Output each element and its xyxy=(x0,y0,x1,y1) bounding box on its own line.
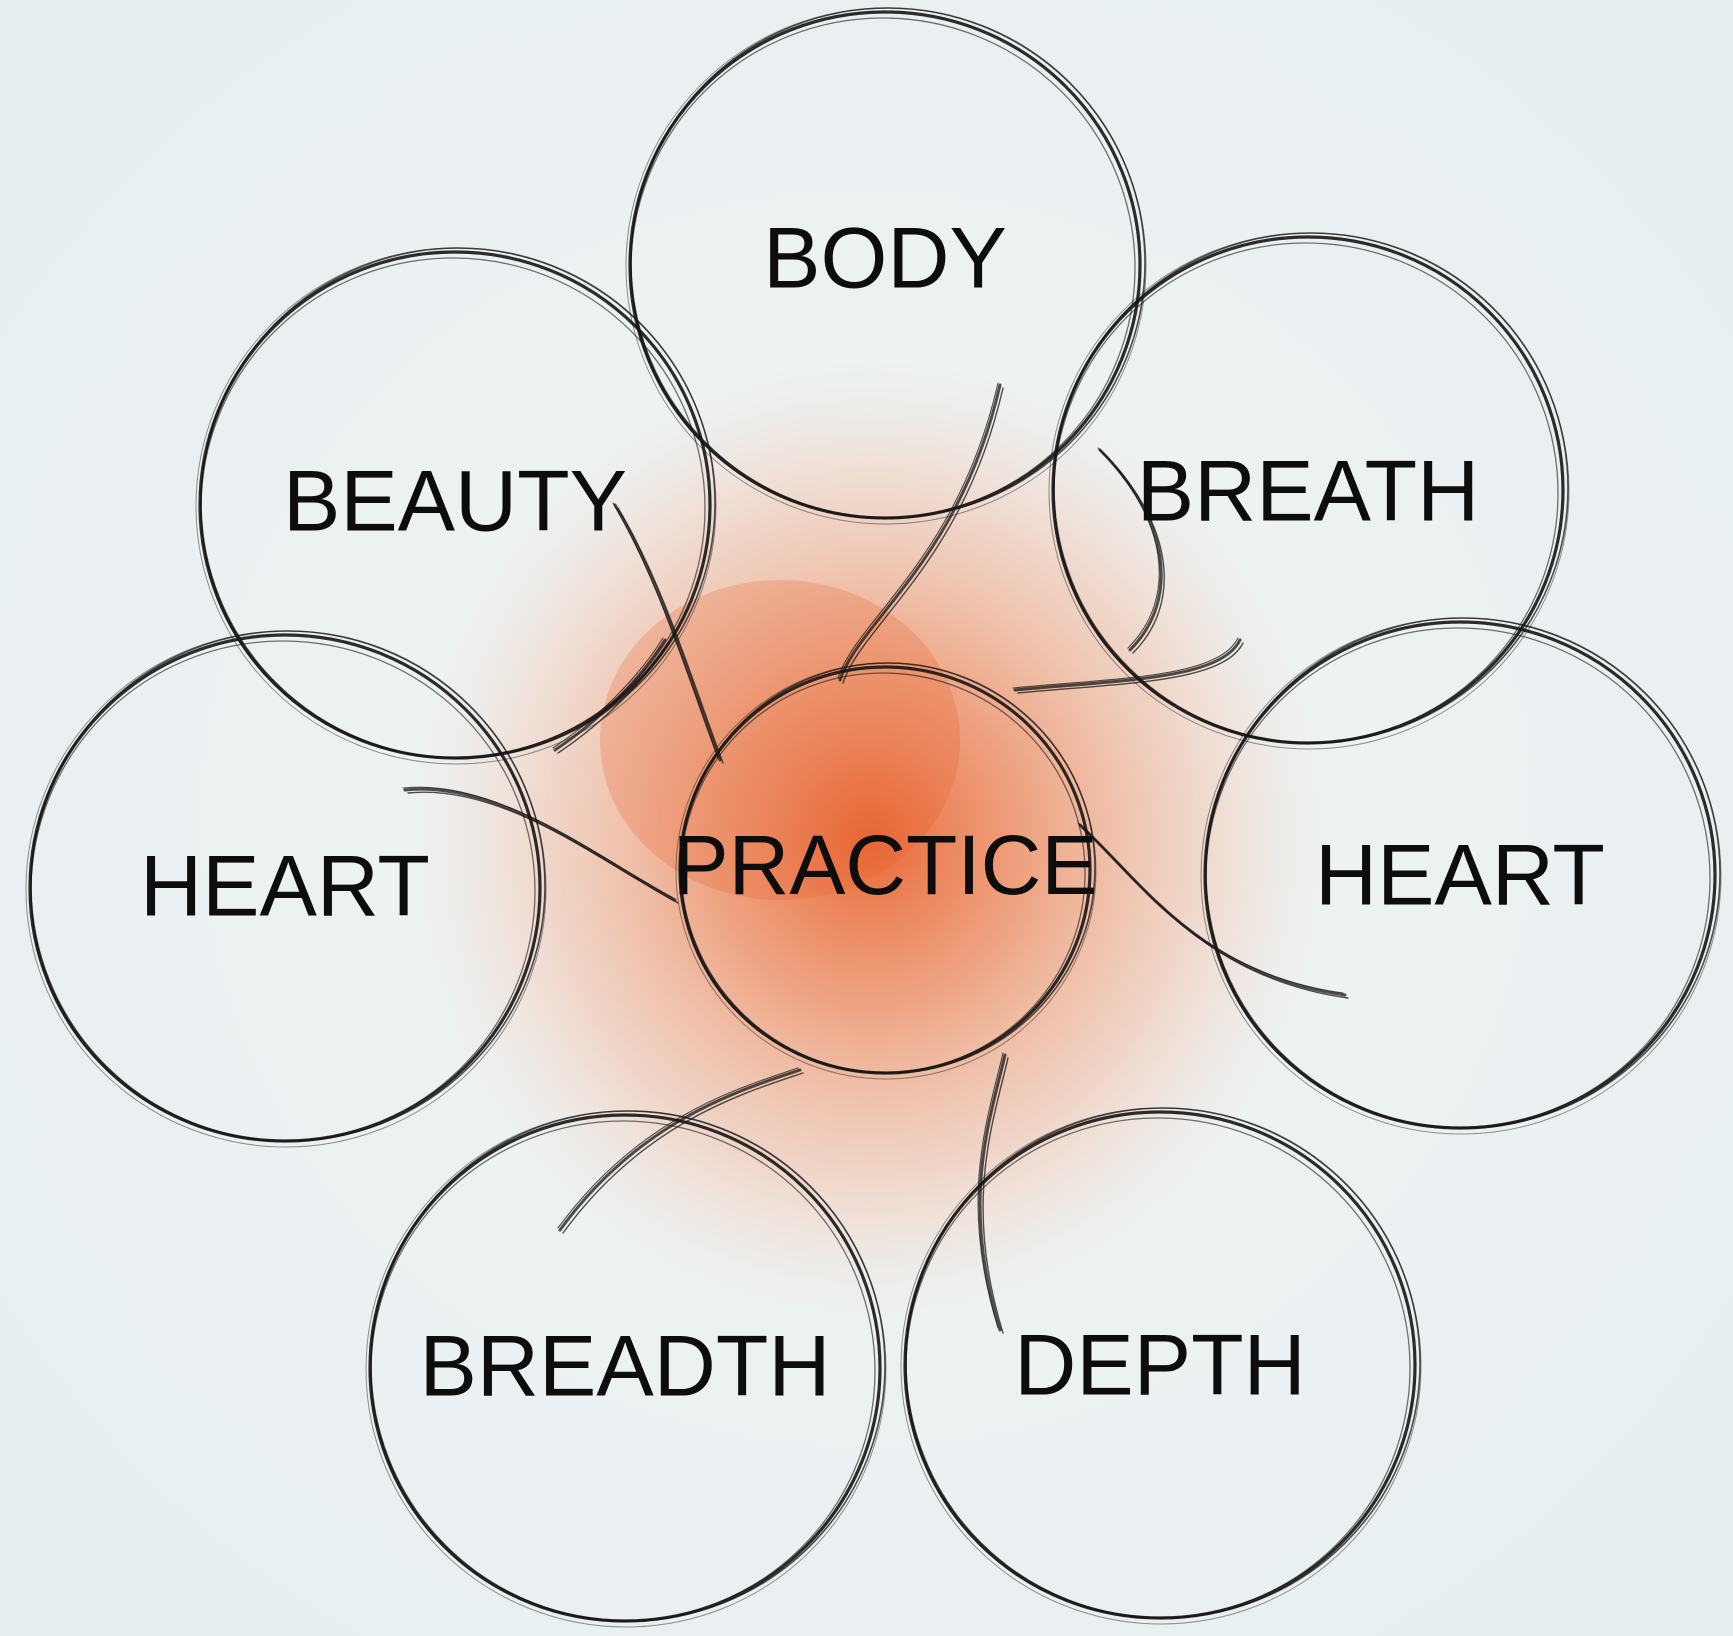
petal-label-depth: DEPTH xyxy=(1014,1318,1305,1414)
center-label: PRACTICE xyxy=(673,818,1098,912)
petal-label-heart-right: HEART xyxy=(1315,828,1605,924)
petal-label-breath: BREATH xyxy=(1137,444,1479,540)
petal-label-body: BODY xyxy=(763,211,1007,307)
petal-label-heart-left: HEART xyxy=(140,839,430,935)
petal-label-beauty: BEAUTY xyxy=(283,454,627,550)
petal-label-breadth: BREADTH xyxy=(420,1319,831,1415)
